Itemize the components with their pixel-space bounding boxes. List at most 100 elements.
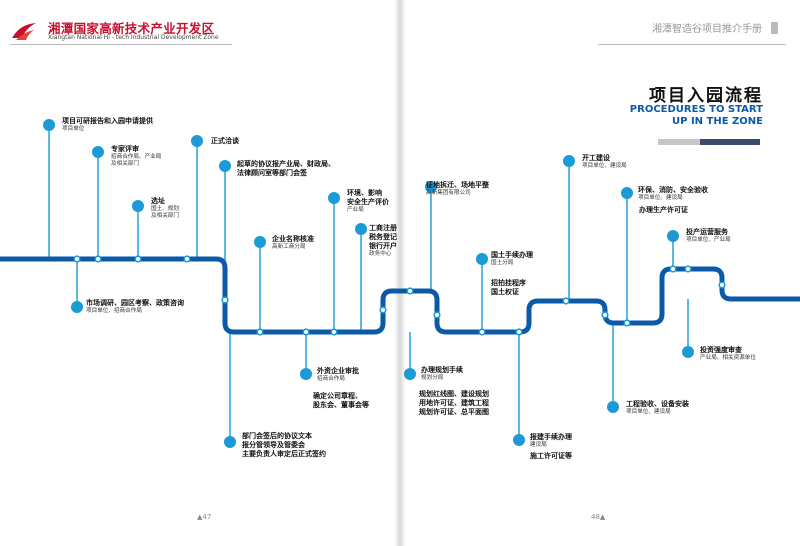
title-accent-gray	[658, 139, 700, 145]
step-subtitle: 项目单位	[62, 126, 85, 132]
route-stop-marker	[433, 311, 441, 319]
step-label: 工程验收、设备安装项目单位、建设局	[626, 400, 689, 416]
step-label: 办理规划手续规划分局	[421, 366, 463, 382]
route-stop-marker	[134, 255, 142, 263]
step-title: 环保、消防、安全验收	[638, 186, 708, 194]
route-stop-marker	[718, 281, 726, 289]
page-number-left: ▲47	[197, 513, 212, 521]
step-title: 规划许可证、总平面图	[419, 408, 489, 416]
left-page	[0, 0, 398, 546]
route-stop-marker	[515, 328, 523, 336]
step-node	[682, 346, 694, 358]
step-subtitle: 项目单位、建设局	[626, 409, 671, 415]
route-stop-marker	[73, 255, 81, 263]
step-title: 银行开户	[369, 242, 397, 250]
step-label: 国土手续办理国土分局	[491, 251, 533, 267]
step-node	[563, 155, 575, 167]
step-subtitle: 高新工商分局	[272, 244, 306, 250]
step-title: 投资强度审查	[700, 346, 742, 354]
route-stop-marker	[562, 297, 570, 305]
step-node	[513, 434, 525, 446]
step-node	[404, 368, 416, 380]
handbook-title: 湘潭智造谷项目推介手册	[652, 24, 762, 35]
step-subtitle: 项目单位、建设局	[638, 195, 683, 201]
step-title: 工商注册	[369, 224, 397, 232]
step-label: 征地拆迁、场地平整高新集团有限公司	[426, 181, 489, 197]
step-subtitle: 规划分局	[421, 375, 444, 381]
step-title: 征地拆迁、场地平整	[426, 181, 489, 189]
step-node	[43, 119, 55, 131]
step-title: 投产运营服务	[686, 228, 728, 236]
step-label: 报建手续办理建设局	[530, 433, 572, 449]
step-label: 施工许可证等	[530, 452, 572, 461]
page-title-en-line1: PROCEDURES TO START	[629, 104, 763, 115]
step-title: 法律顾问室等部门会签	[237, 169, 307, 177]
step-label: 市场调研、园区考察、政策咨询项目单位、招商合作局	[86, 299, 184, 315]
step-title: 工程验收、设备安装	[626, 400, 689, 408]
step-label: 投产运营服务项目单位、产业局	[686, 228, 731, 244]
header-rule-left	[10, 44, 232, 45]
step-node	[621, 187, 633, 199]
route-stop-marker	[601, 311, 609, 319]
brand-name-cn: 湘潭国家高新技术产业开发区	[48, 21, 215, 36]
step-label: 外资企业审批招商合作局	[317, 367, 359, 383]
route-stop-marker	[684, 265, 692, 273]
step-title: 报建手续办理	[530, 433, 572, 441]
step-subtitle: 及相关部门	[151, 213, 179, 219]
step-node	[71, 301, 83, 313]
step-label: 部门会签后的协议文本报分管领导及管委会主要负责人审定后正式签约	[242, 432, 326, 459]
step-node	[92, 146, 104, 158]
step-title: 股东会、董事会等	[313, 401, 369, 409]
step-title: 正式洽谈	[211, 137, 239, 145]
step-label: 正式洽谈	[211, 137, 239, 146]
step-subtitle: 建设局	[530, 442, 547, 448]
route-stop-marker	[256, 328, 264, 336]
step-label: 企业名称核准高新工商分局	[272, 235, 314, 251]
step-title: 用地许可证、建筑工程	[419, 399, 489, 407]
right-page	[402, 0, 800, 546]
route-stop-marker	[623, 319, 631, 327]
step-label: 办理生产许可证	[639, 206, 688, 215]
step-title: 施工许可证等	[530, 452, 572, 460]
step-title: 规划红线图、建设规划	[419, 390, 489, 398]
step-node	[328, 192, 340, 204]
step-title: 起草的协议报产业局、财政局、	[237, 160, 335, 168]
page-title: 项目入园流程	[649, 86, 763, 106]
step-title: 办理规划手续	[421, 366, 463, 374]
page-number-right: 48▲	[591, 513, 606, 521]
page-gutter	[394, 0, 406, 546]
step-node	[254, 236, 266, 248]
header-rule-right	[598, 44, 786, 45]
step-node	[219, 160, 231, 172]
step-node	[607, 401, 619, 413]
step-subtitle: 项目单位、建设局	[582, 163, 627, 169]
route-stop-marker	[302, 328, 310, 336]
step-label: 规划红线图、建设规划用地许可证、建筑工程规划许可证、总平面图	[419, 390, 489, 417]
step-subtitle: 产业局	[347, 207, 364, 213]
step-subtitle: 国土分局	[491, 260, 514, 266]
route-stop-marker	[406, 287, 414, 295]
step-subtitle: 及相关部门	[111, 161, 139, 167]
route-stop-marker	[94, 255, 102, 263]
step-label: 投资强度审查产业局、相关资源单位	[700, 346, 756, 362]
step-label: 选址国土、规划及相关部门	[151, 197, 179, 220]
title-accent-navy	[700, 139, 760, 145]
step-node	[224, 436, 236, 448]
step-subtitle: 国土、规划	[151, 206, 179, 212]
step-subtitle: 政务中心	[369, 251, 392, 257]
step-node	[300, 368, 312, 380]
step-title: 外资企业审批	[317, 367, 359, 375]
step-title: 主要负责人审定后正式签约	[242, 450, 326, 458]
step-label: 确定公司章程、股东会、董事会等	[313, 392, 369, 410]
step-subtitle: 招商合作局	[317, 376, 345, 382]
step-title: 市场调研、园区考察、政策咨询	[86, 299, 184, 307]
brand-logo-icon	[12, 23, 36, 40]
page-title-en: PROCEDURES TO START UP IN THE ZONE	[630, 104, 763, 128]
step-subtitle: 高新集团有限公司	[426, 190, 471, 196]
step-label: 起草的协议报产业局、财政局、法律顾问室等部门会签	[237, 160, 335, 178]
page-title-en-line2: UP IN THE ZONE	[672, 116, 763, 127]
step-title: 开工建设	[582, 154, 610, 162]
step-node	[132, 200, 144, 212]
step-title: 环境、影响	[347, 189, 382, 197]
